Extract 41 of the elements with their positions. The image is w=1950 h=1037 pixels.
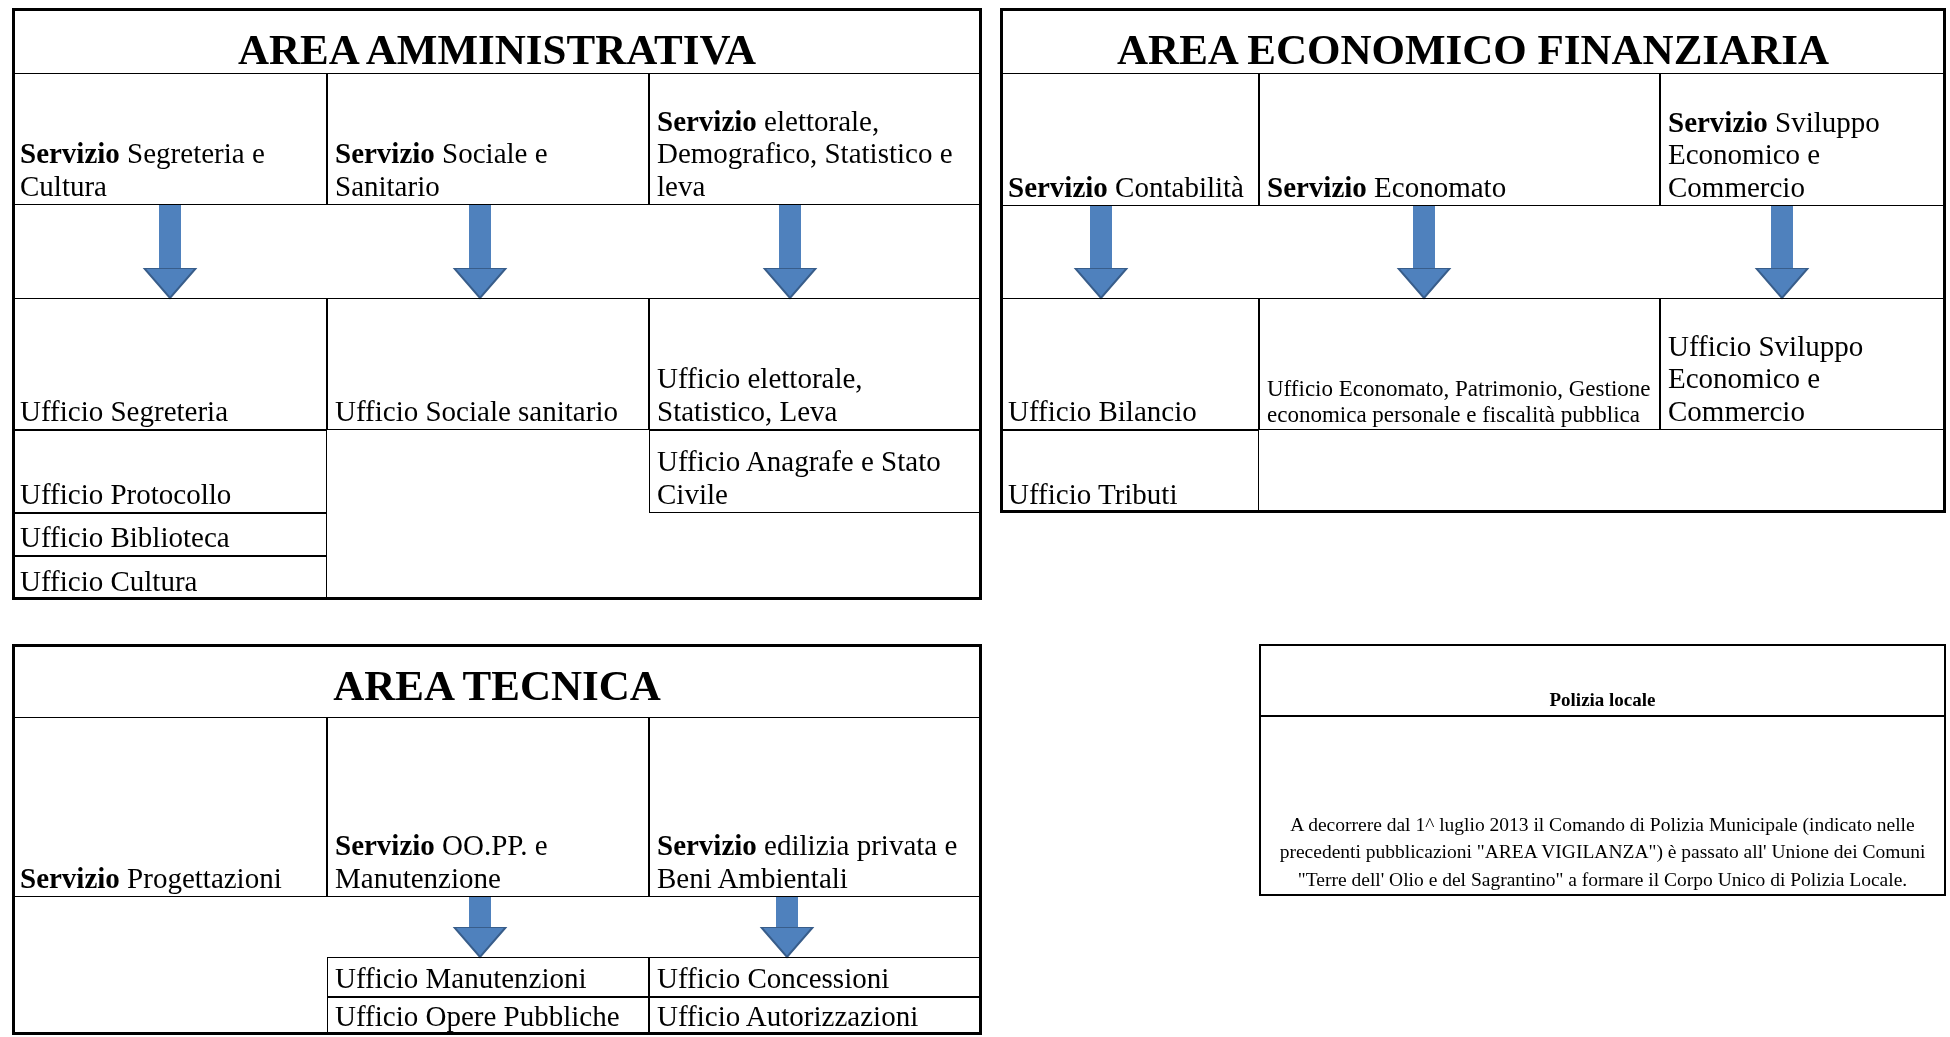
- block-arrow: [1397, 206, 1451, 299]
- table-cell: Ufficio elettorale, Statistico, Leva: [649, 298, 982, 430]
- block-arrow: [1755, 206, 1809, 299]
- table-cell: Ufficio Autorizzazioni: [649, 997, 982, 1035]
- area-panel: [1000, 8, 1946, 513]
- area-panel: [12, 8, 982, 600]
- block-arrow: [453, 897, 507, 958]
- area-panel: [12, 644, 982, 1035]
- table-cell: Ufficio Tributi: [1000, 430, 1259, 513]
- table-cell: Ufficio Biblioteca: [12, 513, 327, 556]
- table-cell: Ufficio Bilancio: [1000, 298, 1259, 430]
- table-cell: Servizio Sociale e Sanitario: [327, 73, 649, 205]
- note-title: Polizia locale: [1549, 689, 1656, 711]
- table-cell: Ufficio Sviluppo Economico e Commercio: [1660, 298, 1946, 430]
- table-cell: Servizio edilizia privata e Beni Ambientali: [649, 717, 982, 897]
- block-arrow: [1074, 206, 1128, 299]
- table-cell: Ufficio Protocollo: [12, 430, 327, 513]
- area-title: AREA TECNICA: [333, 661, 661, 709]
- table-cell: Ufficio Sociale sanitario: [327, 298, 649, 430]
- block-arrow: [453, 205, 507, 299]
- table-cell: Ufficio Opere Pubbliche: [327, 997, 649, 1035]
- table-cell: Ufficio Manutenzioni: [327, 957, 649, 997]
- area-title: AREA ECONOMICO FINANZIARIA: [1117, 25, 1829, 73]
- table-cell: Servizio Progettazioni: [12, 717, 327, 897]
- table-cell: Ufficio Segreteria: [12, 298, 327, 430]
- table-cell: Servizio Segreteria e Cultura: [12, 73, 327, 205]
- block-arrow: [143, 205, 197, 299]
- note-box: [1259, 644, 1946, 896]
- table-cell: Servizio OO.PP. e Manutenzione: [327, 717, 649, 897]
- block-arrow: [760, 897, 814, 958]
- table-cell: Servizio Economato: [1259, 73, 1660, 206]
- block-arrow: [763, 205, 817, 299]
- table-cell: Ufficio Cultura: [12, 556, 327, 600]
- table-cell: Servizio Contabilità: [1000, 73, 1259, 206]
- table-cell: Ufficio Concessioni: [649, 957, 982, 997]
- table-cell: Ufficio Anagrafe e Stato Civile: [649, 430, 982, 513]
- area-title: AREA AMMINISTRATIVA: [237, 25, 757, 73]
- note-text: A decorrere dal 1^ luglio 2013 il Comando di Polizia Municipale (indicato nelle precedenti pubblicazioni "AREA VIGILANZA") è passato all' Unione dei Comuni "Terre dell' Olio e del Sagrantino" a formare il Corpo Unico di Polizia Locale.: [1278, 813, 1927, 892]
- table-cell: Ufficio Economato, Patrimonio, Gestione economica personale e fiscalità pubblica: [1259, 298, 1660, 430]
- table-cell: Servizio Sviluppo Economico e Commercio: [1660, 73, 1946, 206]
- table-cell: Servizio elettorale, Demografico, Statistico e leva: [649, 73, 982, 205]
